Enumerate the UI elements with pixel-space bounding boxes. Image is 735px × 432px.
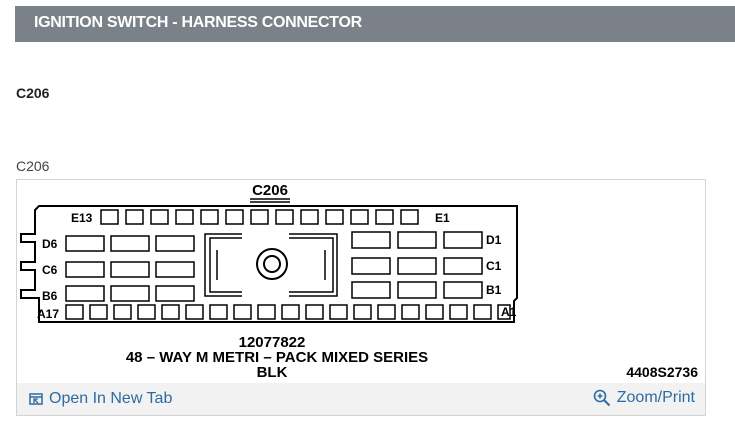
open-in-new-tab-label: Open In New Tab (49, 390, 173, 407)
cavity (397, 231, 437, 249)
cavity (209, 304, 228, 320)
cavity (89, 304, 108, 320)
cavity (275, 209, 294, 225)
part-number: 12077822 (239, 334, 306, 351)
e-row-cavities (100, 209, 419, 225)
pin-label-e13: E13 (71, 211, 93, 225)
cavity (281, 304, 300, 320)
connector-color: BLK (257, 364, 288, 381)
cavity (353, 304, 372, 320)
cavity (443, 257, 483, 275)
cavity (449, 304, 468, 320)
cavity (350, 209, 369, 225)
cavity (329, 304, 348, 320)
cavity (397, 257, 437, 275)
open-in-new-tab-icon (29, 393, 43, 405)
cavity (375, 209, 394, 225)
magnifier-plus-icon (593, 389, 610, 407)
connector-outline (20, 205, 518, 323)
figure-footer: Open In New Tab Zoom/Print (17, 383, 705, 415)
cavity (65, 261, 105, 278)
right-cavities (351, 231, 483, 299)
cavity (150, 209, 169, 225)
left-cavities (65, 235, 195, 302)
cavity (351, 257, 391, 275)
figure-id: 4408S2736 (626, 364, 698, 380)
keyway-outer (256, 248, 288, 280)
cavity (65, 235, 105, 252)
cavity (497, 304, 511, 320)
connector-id: C206 (16, 85, 50, 101)
cavity (250, 209, 269, 225)
bracket-right-outer (289, 233, 338, 297)
pin-label-c6: C6 (42, 263, 58, 277)
keyway-inner (263, 255, 281, 273)
cavity (137, 304, 156, 320)
zoom-print-label: Zoom/Print (616, 389, 695, 406)
cavity (351, 281, 391, 299)
cavity (125, 209, 144, 225)
cavity (401, 304, 420, 320)
pin-label-a17: A17 (37, 307, 59, 321)
cavity (185, 304, 204, 320)
cavity (400, 209, 419, 225)
pin-label-e1: E1 (435, 211, 450, 225)
cavity (233, 304, 252, 320)
cavity (110, 285, 150, 302)
zoom-print-link[interactable]: Zoom/Print (593, 389, 695, 407)
figure-container: C206 E13 E1 D6 C6 B6 (16, 179, 706, 416)
bracket-left-inner (209, 237, 242, 293)
section-title: IGNITION SWITCH - HARNESS CONNECTOR (34, 14, 362, 31)
bracket-right-inner (289, 237, 334, 293)
cavity (225, 209, 244, 225)
cavity (155, 235, 195, 252)
connector-description: 48 – WAY M METRI – PACK MIXED SERIES (126, 349, 428, 366)
pin-label-a1: A1 (501, 305, 517, 319)
cavity (110, 261, 150, 278)
cavity (257, 304, 276, 320)
cavity (155, 261, 195, 278)
cavity (377, 304, 396, 320)
cavity (65, 304, 84, 320)
cavity (325, 209, 344, 225)
diagram-connector-label: C206 (252, 182, 288, 199)
cavity (65, 285, 105, 302)
cavity (155, 285, 195, 302)
open-in-new-tab-link[interactable]: Open In New Tab (29, 390, 172, 408)
cavity (113, 304, 132, 320)
cavity (175, 209, 194, 225)
cavity (351, 231, 391, 249)
connector-diagram: C206 E13 E1 D6 C6 B6 (20, 182, 698, 381)
pin-label-c1: C1 (486, 259, 502, 273)
cavity (110, 235, 150, 252)
cavity (443, 231, 483, 249)
pin-label-b1: B1 (486, 283, 502, 297)
center-bracket (204, 233, 338, 297)
cavity (161, 304, 180, 320)
cavity (443, 281, 483, 299)
cavity (200, 209, 219, 225)
pin-label-d6: D6 (42, 237, 58, 251)
pin-label-d1: D1 (486, 233, 502, 247)
cavity (473, 304, 492, 320)
a-row-cavities (65, 304, 511, 320)
cavity (397, 281, 437, 299)
figure-caption: C206 (16, 158, 50, 174)
cavity (100, 209, 119, 225)
bracket-left-outer (204, 233, 242, 297)
section-header: IGNITION SWITCH - HARNESS CONNECTOR (15, 6, 735, 42)
cavity (425, 304, 444, 320)
cavity (305, 304, 324, 320)
pin-label-b6: B6 (42, 289, 58, 303)
cavity (300, 209, 319, 225)
